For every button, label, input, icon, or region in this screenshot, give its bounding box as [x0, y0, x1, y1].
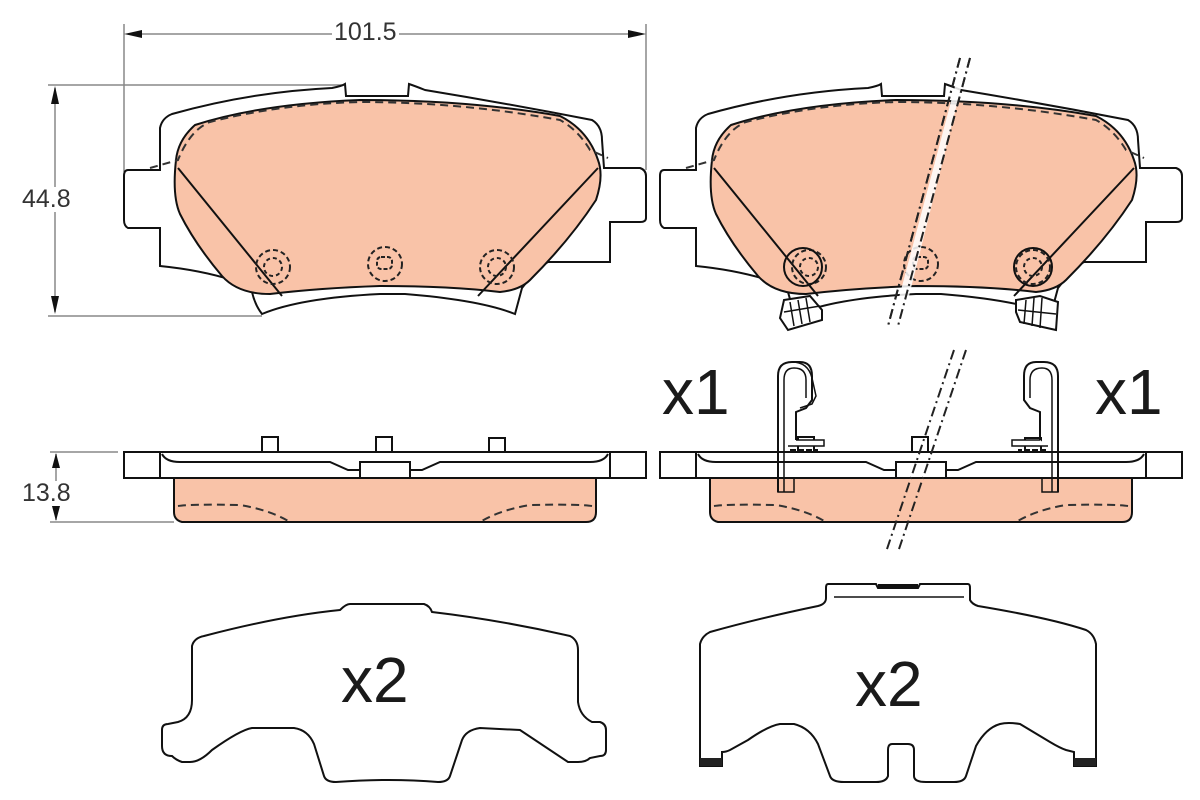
sensor-spring-clip-left: [777, 361, 825, 493]
dimension-thickness-label: 13.8: [20, 479, 73, 507]
wear-sensor-clip-right: [1013, 247, 1060, 332]
pad-side-view-sensor: [659, 349, 1183, 553]
quantity-sensor-left: x1: [662, 356, 730, 428]
sensor-spring-clip-right: [1011, 361, 1059, 493]
quantity-shim-right: x2: [855, 648, 923, 720]
dimension-width-label: 101.5: [332, 18, 399, 46]
quantity-shim-left: x2: [341, 644, 409, 716]
shim-with-tab: [699, 583, 1097, 783]
shim-plain: [161, 603, 607, 784]
dimension-height: [48, 84, 345, 317]
quantity-sensor-right: x1: [1095, 356, 1163, 428]
pad-front-view-plain: [123, 83, 647, 315]
wear-sensor-clip-left: [778, 247, 823, 332]
dimension-height-label: 44.8: [20, 185, 73, 213]
pad-side-view-plain: [123, 436, 647, 523]
pad-front-view-sensor: [659, 57, 1183, 332]
